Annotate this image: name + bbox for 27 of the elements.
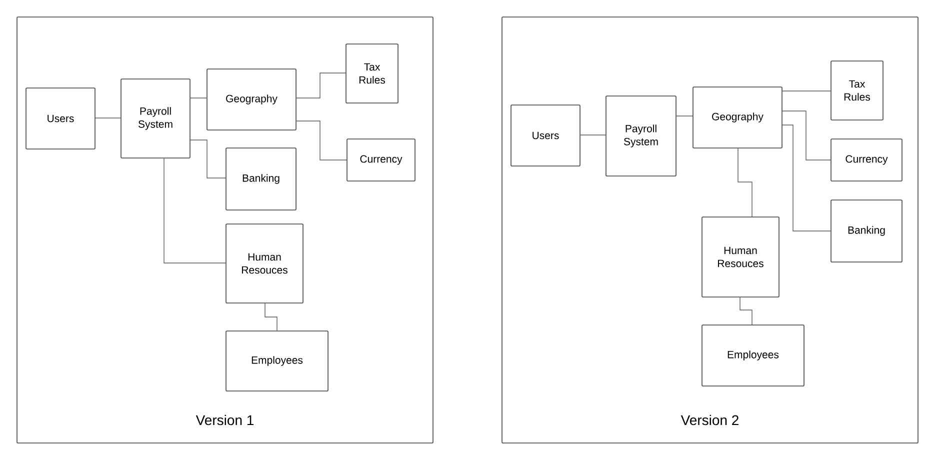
connector	[296, 120, 347, 160]
box: Human Resouces	[702, 216, 780, 298]
box: Currency	[346, 138, 416, 182]
connector	[190, 140, 226, 178]
connector	[296, 72, 346, 98]
box: Employees	[226, 330, 328, 392]
box: Tax Rules	[346, 44, 398, 104]
box: Payroll System	[606, 96, 676, 176]
connector	[164, 158, 226, 264]
box: Tax Rules	[830, 60, 884, 120]
box: Users	[510, 104, 580, 166]
connector	[264, 303, 278, 331]
connector	[580, 134, 606, 136]
connector	[738, 148, 752, 217]
box: Payroll System	[120, 78, 190, 158]
connector	[782, 110, 831, 160]
box: Users	[26, 88, 96, 150]
box: Human Resouces	[226, 224, 304, 304]
box: Geography	[206, 68, 296, 130]
connector	[782, 124, 831, 232]
connector	[740, 297, 752, 325]
box: Banking	[226, 148, 296, 210]
box: Geography	[692, 86, 782, 148]
box: Employees	[702, 324, 804, 386]
connector	[782, 90, 831, 92]
box: Currency	[830, 138, 902, 182]
box: Banking	[830, 200, 902, 262]
